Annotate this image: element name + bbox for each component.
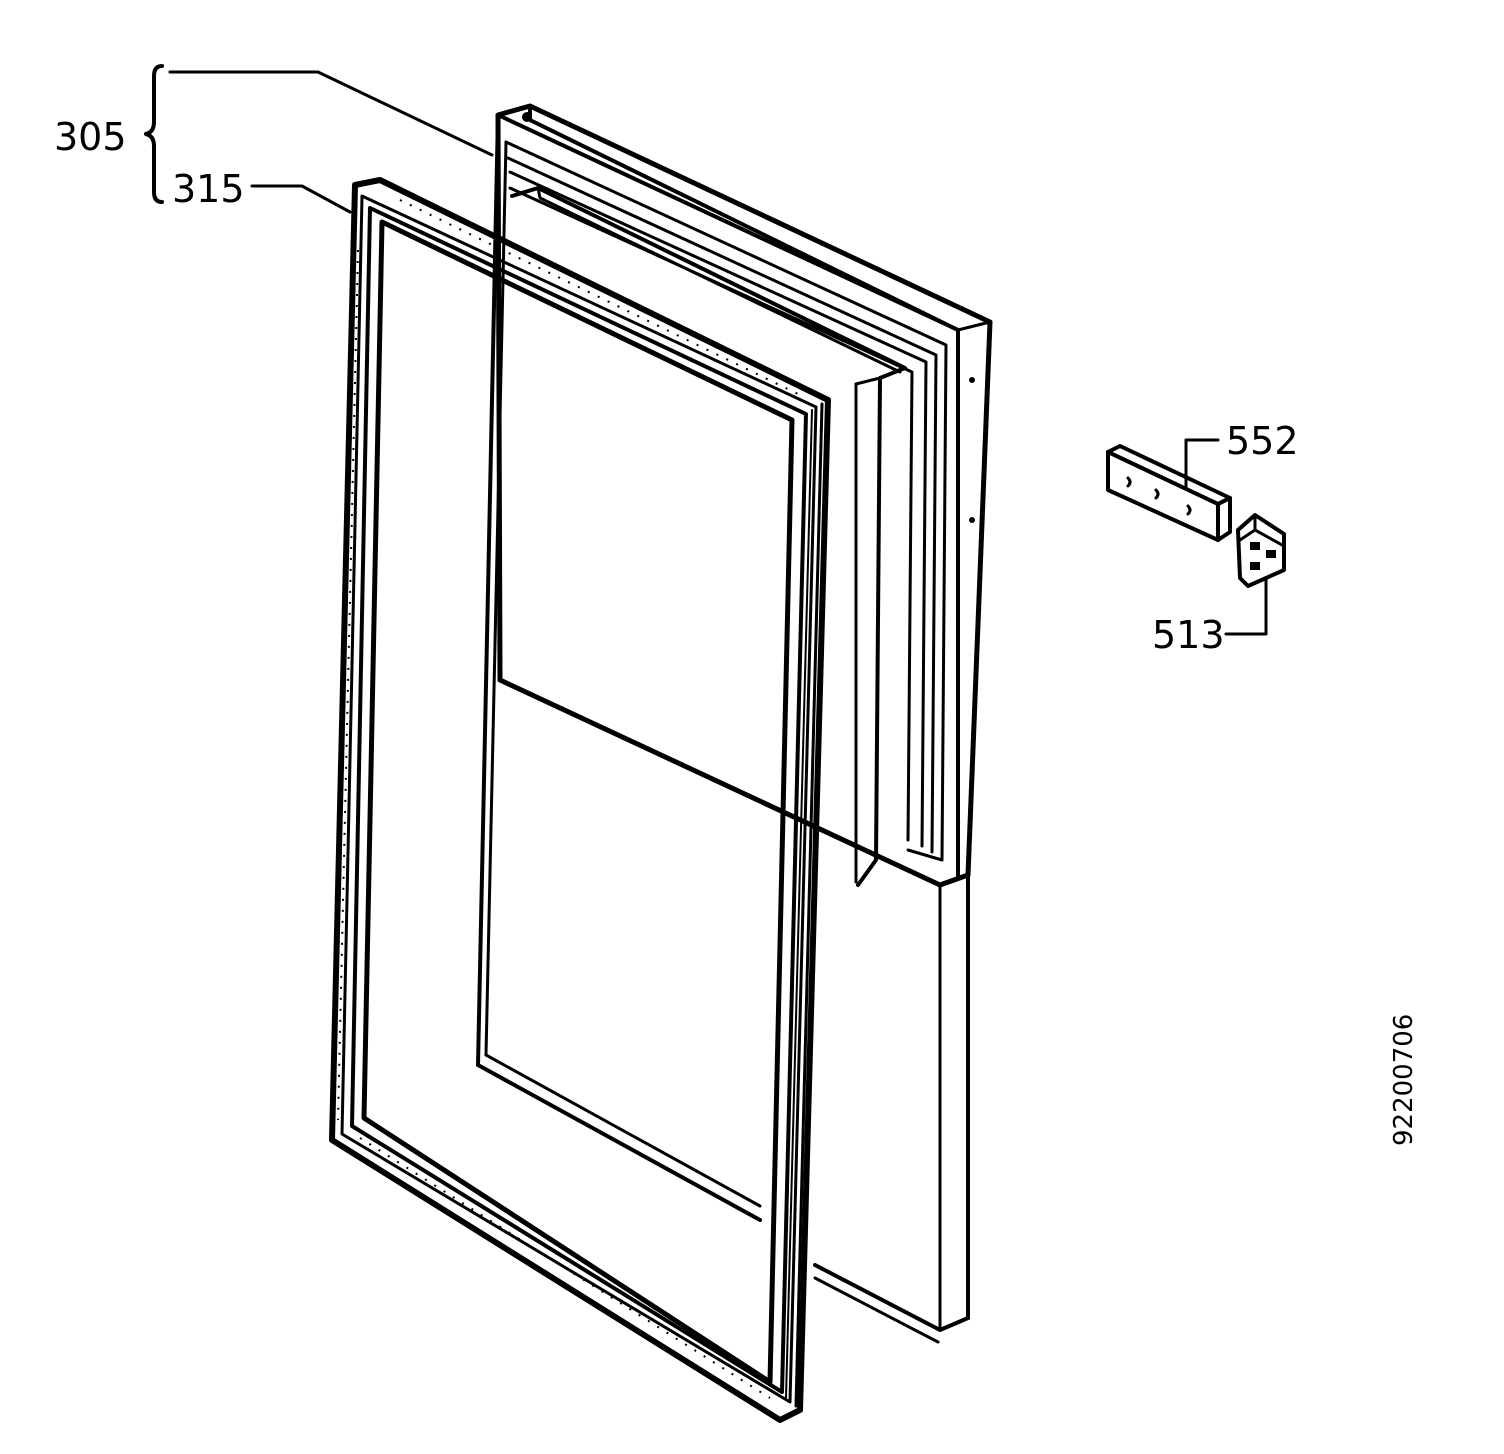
document-id: 92200706: [1389, 1014, 1419, 1146]
door-panel: [476, 103, 993, 1344]
door-seal-gasket: [329, 177, 831, 1423]
leader-lines: [144, 64, 1268, 636]
label-305: 305: [54, 115, 127, 159]
label-513: 513: [1152, 613, 1225, 657]
hinge-bracket-part: [1236, 513, 1286, 588]
label-552: 552: [1226, 419, 1299, 463]
hinge-cover-part: [1106, 444, 1232, 542]
label-315: 315: [172, 167, 245, 211]
